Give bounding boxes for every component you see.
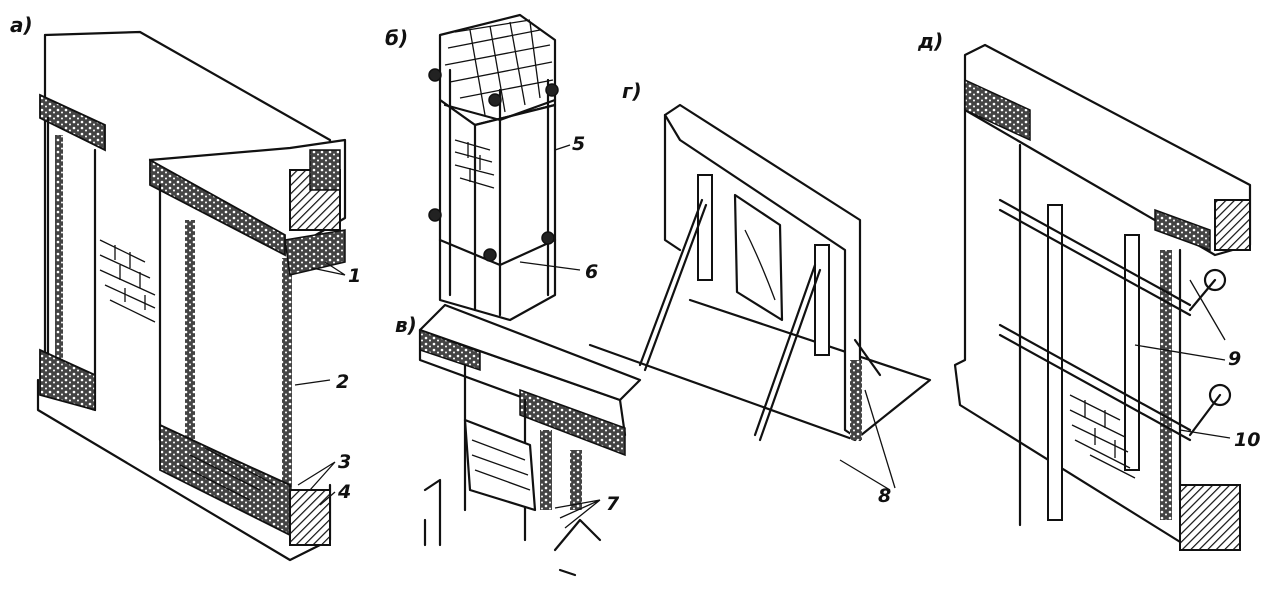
- callout-5: 5: [572, 133, 585, 155]
- callout-3: 3: [338, 451, 351, 473]
- callout-9: 9: [1228, 348, 1241, 370]
- panel-label-g: г): [622, 79, 642, 103]
- panel-b-brick-pillar: [428, 13, 581, 322]
- panel-a-wall-with-openings: [36, 30, 347, 562]
- callout-8: 8: [878, 485, 891, 507]
- panel-v-partition-openings: [418, 303, 642, 577]
- callout-10: 10: [1234, 429, 1260, 451]
- callout-6: 6: [585, 261, 598, 283]
- panel-d-wall-with-ties: [953, 43, 1252, 551]
- panel-label-a: а): [10, 13, 33, 37]
- panel-g-formwork-panel: [588, 103, 932, 491]
- callout-2: 2: [336, 371, 349, 393]
- callout-4: 4: [337, 481, 351, 503]
- callout-1: 1: [348, 265, 361, 287]
- callout-7: 7: [606, 493, 620, 515]
- panel-label-b: б): [385, 26, 408, 50]
- panel-label-v: в): [395, 313, 417, 337]
- panel-label-d: д): [917, 29, 943, 53]
